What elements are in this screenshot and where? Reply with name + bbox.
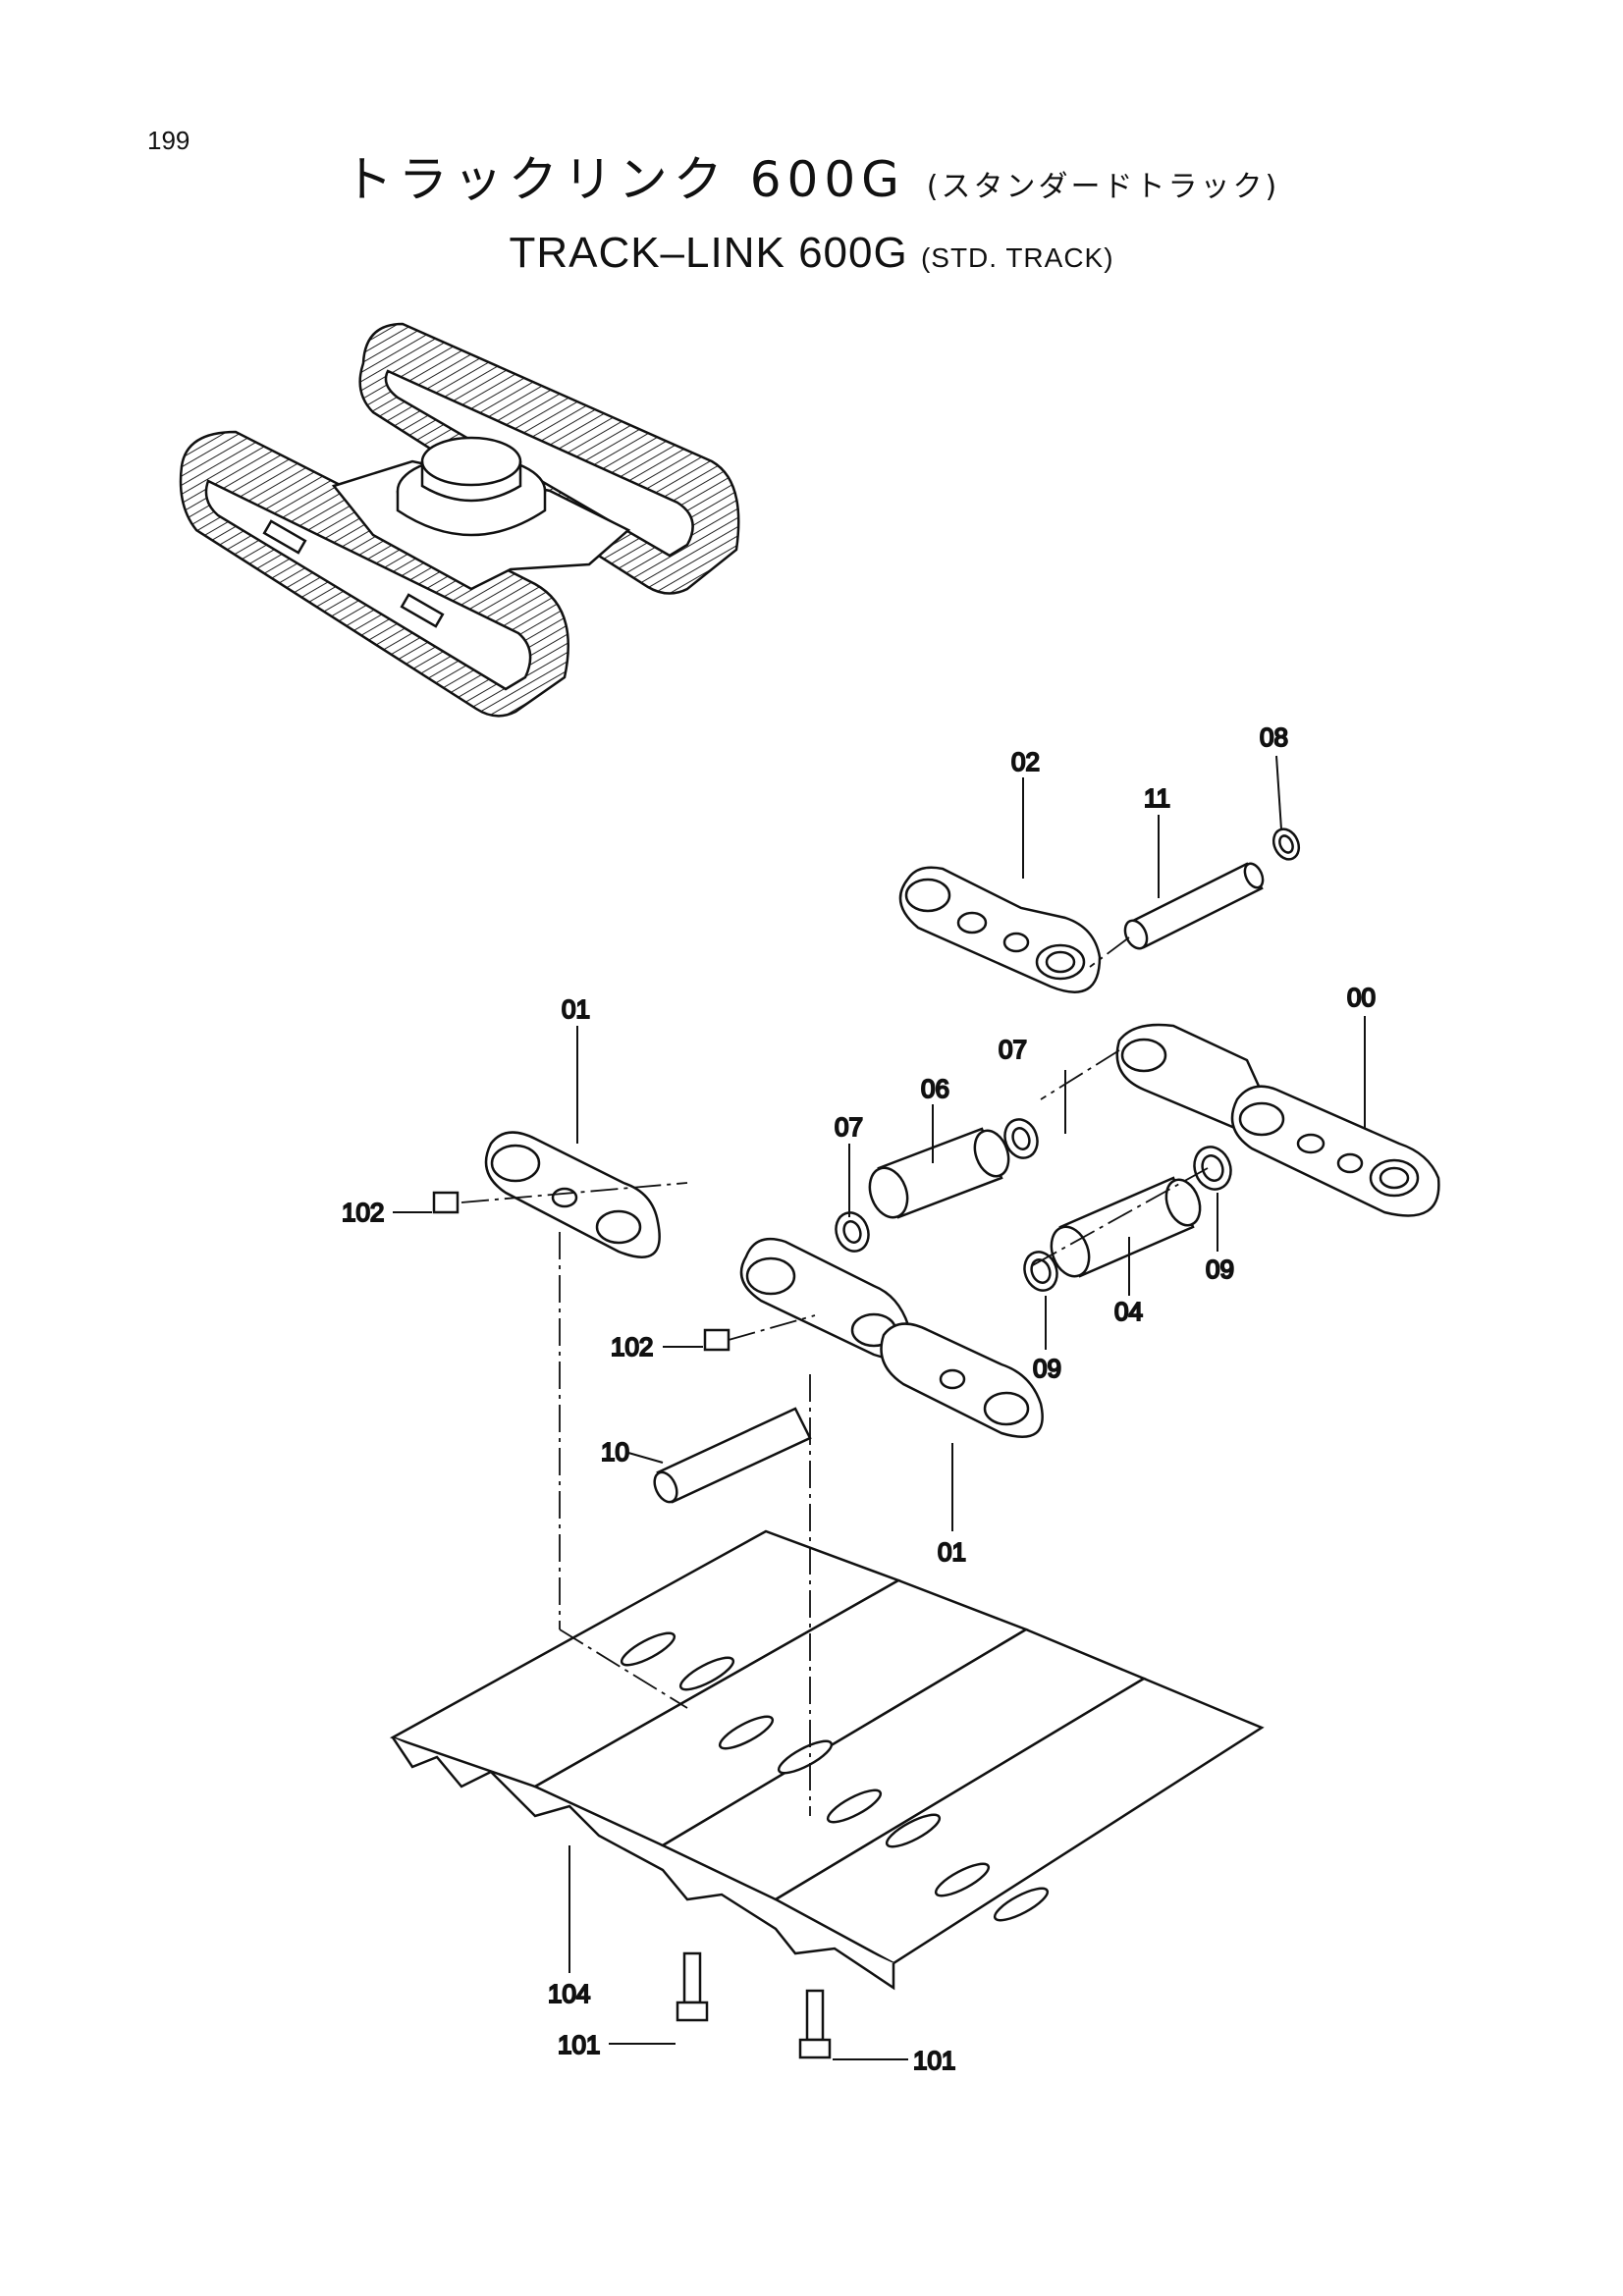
undercarriage-overview-illustration <box>179 322 740 718</box>
callout-104: 104 <box>548 1979 590 2008</box>
callout-01-upper: 01 <box>562 994 590 1024</box>
callout-08: 08 <box>1260 722 1288 752</box>
title-jp-sub: (スタンダードトラック) <box>926 170 1280 204</box>
seal-07-right <box>1003 1118 1039 1159</box>
callout-07-right: 07 <box>999 1035 1027 1064</box>
page-number: 199 <box>147 126 190 155</box>
track-link-assembly-00 <box>1115 1023 1440 1217</box>
callouts: 02 11 08 01 00 07 06 07 04 09 09 01 102 … <box>341 721 1377 2076</box>
callout-02: 02 <box>1011 747 1040 776</box>
track-link-02 <box>898 866 1102 993</box>
track-pin-10 <box>653 1407 812 1504</box>
callout-09-right: 09 <box>1206 1255 1234 1284</box>
title-en-main: TRACK–LINK 600G <box>509 229 908 277</box>
callout-101-right: 101 <box>913 2046 955 2075</box>
bushing-04 <box>1050 1176 1202 1278</box>
callout-01-lower: 01 <box>938 1537 966 1567</box>
title-en-sub: (STD. TRACK) <box>920 242 1114 273</box>
callout-10: 10 <box>601 1437 629 1467</box>
callout-07-left: 07 <box>835 1112 863 1142</box>
callout-11: 11 <box>1144 783 1170 813</box>
callout-102-upper: 102 <box>342 1198 384 1227</box>
track-link-01-upper <box>484 1131 661 1258</box>
nut-102-upper <box>432 1191 460 1214</box>
callout-09-left: 09 <box>1033 1354 1061 1383</box>
callout-06: 06 <box>921 1074 949 1103</box>
bolt-101-right <box>798 1989 832 2059</box>
center-lines <box>460 936 1209 1816</box>
bushing-06 <box>868 1127 1010 1219</box>
title-english: TRACK–LINK 600G (STD. TRACK) <box>0 224 1623 288</box>
seal-09-right <box>1193 1146 1232 1191</box>
track-link-01-lower <box>739 1237 1044 1438</box>
nut-102-lower <box>703 1328 730 1352</box>
callout-04: 04 <box>1114 1297 1143 1326</box>
track-pin-11 <box>1123 862 1265 950</box>
title-jp-main: トラックリンク 600G <box>343 151 905 208</box>
seal-09-left <box>1023 1251 1058 1292</box>
callout-00: 00 <box>1347 983 1376 1012</box>
bolt-101-left <box>676 1951 709 2022</box>
track-shoe-104 <box>389 1529 1265 1991</box>
callout-101-left: 101 <box>558 2030 600 2059</box>
snap-ring-08 <box>1271 828 1301 861</box>
callout-102-lower: 102 <box>611 1332 653 1362</box>
title-japanese: トラックリンク 600G (スタンダードトラック) <box>0 147 1623 220</box>
seal-07-left <box>835 1211 870 1253</box>
page-title: トラックリンク 600G (スタンダードトラック) TRACK–LINK 600… <box>0 147 1623 288</box>
